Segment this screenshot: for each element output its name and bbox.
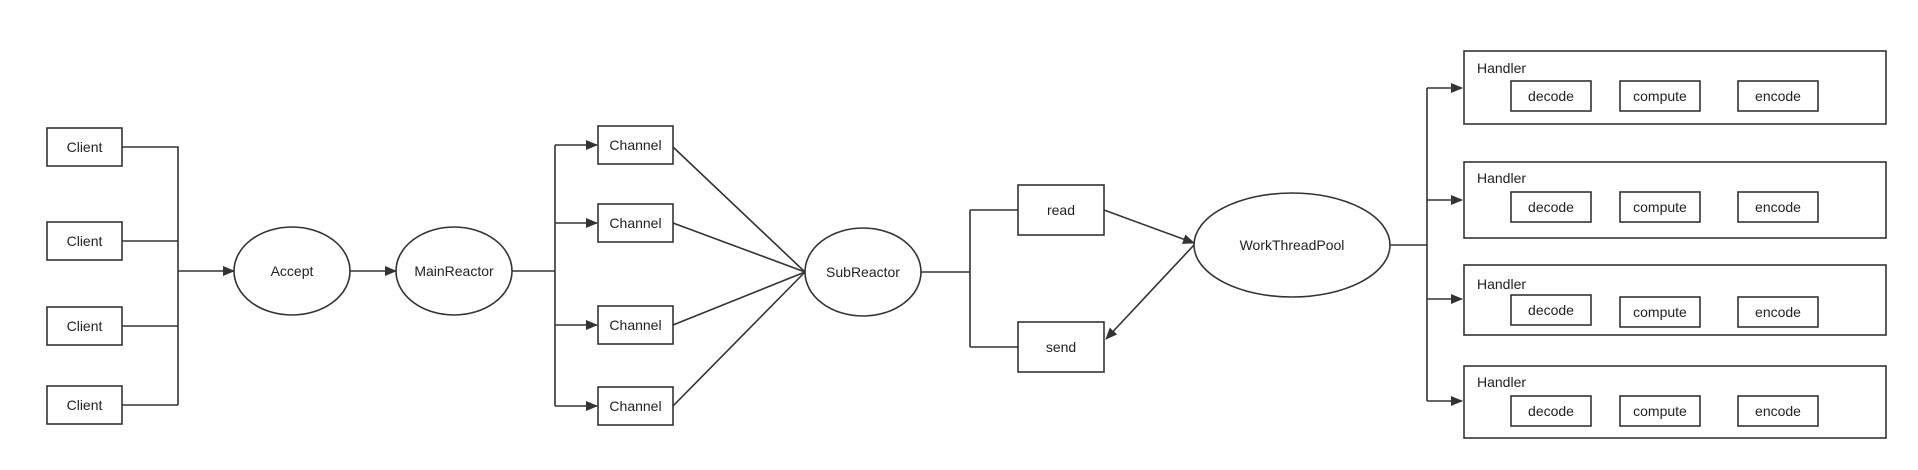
handler-label: Handler (1477, 170, 1526, 186)
encode-label: encode (1755, 403, 1801, 419)
client-node: Client (46, 221, 123, 261)
handler-node: Handler decode compute encode (1463, 365, 1887, 439)
client-node: Client (46, 306, 123, 346)
arrow-read-to-workthreadpool (1103, 209, 1195, 244)
connector-mainreactor-trunk (512, 145, 556, 406)
handler-node: Handler decode compute encode (1463, 161, 1887, 239)
channel-node: Channel (597, 203, 674, 243)
main-reactor-node: MainReactor (395, 226, 513, 316)
channel-node: Channel (597, 125, 674, 165)
arrow-workthreadpool-to-send (1105, 244, 1195, 340)
compute-label: compute (1633, 304, 1687, 320)
channel-label: Channel (609, 215, 661, 231)
handler-label: Handler (1477, 374, 1526, 390)
read-label: read (1047, 202, 1075, 218)
decode-label: decode (1528, 88, 1574, 104)
connector-pool-trunk (1390, 88, 1428, 401)
decode-box (1510, 191, 1592, 223)
client-node: Client (46, 385, 123, 425)
compute-box (1619, 80, 1701, 112)
connector-clients-to-accept (122, 146, 179, 406)
client-label: Client (67, 397, 103, 413)
main-reactor-label: MainReactor (414, 263, 494, 279)
read-node: read (1017, 184, 1105, 236)
decode-box (1510, 80, 1592, 112)
channel-label: Channel (609, 398, 661, 414)
compute-label: compute (1633, 88, 1687, 104)
connector-channels-to-subreactor (672, 146, 806, 407)
client-node: Client (46, 127, 123, 167)
channel-label: Channel (609, 317, 661, 333)
decode-label: decode (1528, 302, 1574, 318)
sub-reactor-node: SubReactor (804, 227, 922, 317)
encode-label: encode (1755, 199, 1801, 215)
encode-box (1737, 191, 1819, 223)
handler-label: Handler (1477, 276, 1526, 292)
compute-label: compute (1633, 199, 1687, 215)
sub-reactor-label: SubReactor (826, 264, 900, 280)
decode-box (1510, 395, 1592, 427)
encode-label: encode (1755, 88, 1801, 104)
encode-box (1737, 80, 1819, 112)
channel-node: Channel (597, 386, 674, 426)
decode-label: decode (1528, 403, 1574, 419)
encode-box (1737, 395, 1819, 427)
send-label: send (1046, 339, 1076, 355)
handler-node: Handler decode compute encode (1463, 50, 1887, 125)
work-thread-pool-label: WorkThreadPool (1240, 237, 1345, 253)
send-node: send (1017, 321, 1105, 373)
compute-box (1619, 395, 1701, 427)
accept-node: Accept (233, 226, 351, 316)
client-label: Client (67, 139, 103, 155)
accept-label: Accept (271, 263, 314, 279)
decode-box (1510, 294, 1592, 326)
compute-box (1619, 296, 1701, 328)
connectors (122, 83, 1463, 411)
client-label: Client (67, 233, 103, 249)
handler-label: Handler (1477, 60, 1526, 76)
encode-label: encode (1755, 304, 1801, 320)
channel-label: Channel (609, 137, 661, 153)
compute-box (1619, 191, 1701, 223)
handler-node: Handler decode compute encode (1463, 264, 1887, 336)
connector-subreactor-to-read-send (921, 209, 1018, 348)
client-label: Client (67, 318, 103, 334)
encode-box (1737, 296, 1819, 328)
work-thread-pool-node: WorkThreadPool (1193, 192, 1391, 298)
compute-label: compute (1633, 403, 1687, 419)
decode-label: decode (1528, 199, 1574, 215)
channel-node: Channel (597, 305, 674, 345)
